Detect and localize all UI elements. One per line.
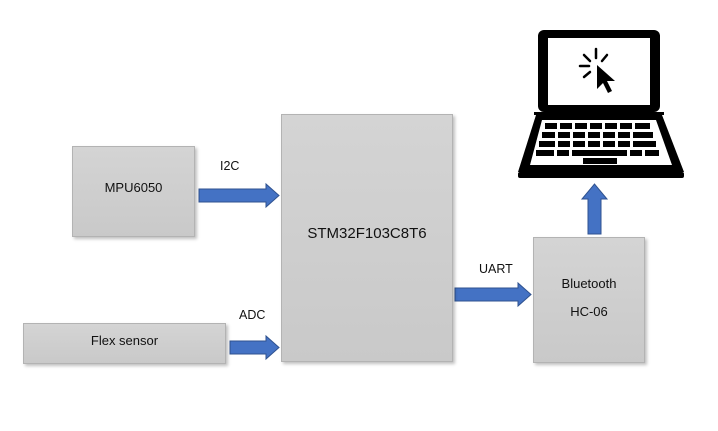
i2c-arrow [198, 182, 280, 209]
bluetooth-label: Bluetooth [561, 276, 617, 291]
bluetooth-to-laptop-arrow [580, 183, 609, 235]
flex-sensor-block: Flex sensor [23, 323, 226, 364]
flex-sensor-label: Flex sensor [90, 333, 159, 348]
mpu6050-label: MPU6050 [104, 180, 163, 195]
bluetooth-block: Bluetooth HC-06 [533, 237, 645, 363]
uart-arrow [454, 281, 532, 308]
uart-label: UART [479, 262, 513, 276]
i2c-label: I2C [220, 159, 240, 173]
click-cursor-icon [578, 47, 615, 93]
adc-label: ADC [239, 308, 266, 322]
mcu-block: STM32F103C8T6 [281, 114, 453, 362]
mcu-label: STM32F103C8T6 [307, 225, 427, 242]
mpu6050-block: MPU6050 [72, 146, 195, 237]
adc-arrow [229, 334, 280, 361]
bluetooth-model-label: HC-06 [570, 304, 608, 319]
keyboard-keys [536, 123, 659, 164]
